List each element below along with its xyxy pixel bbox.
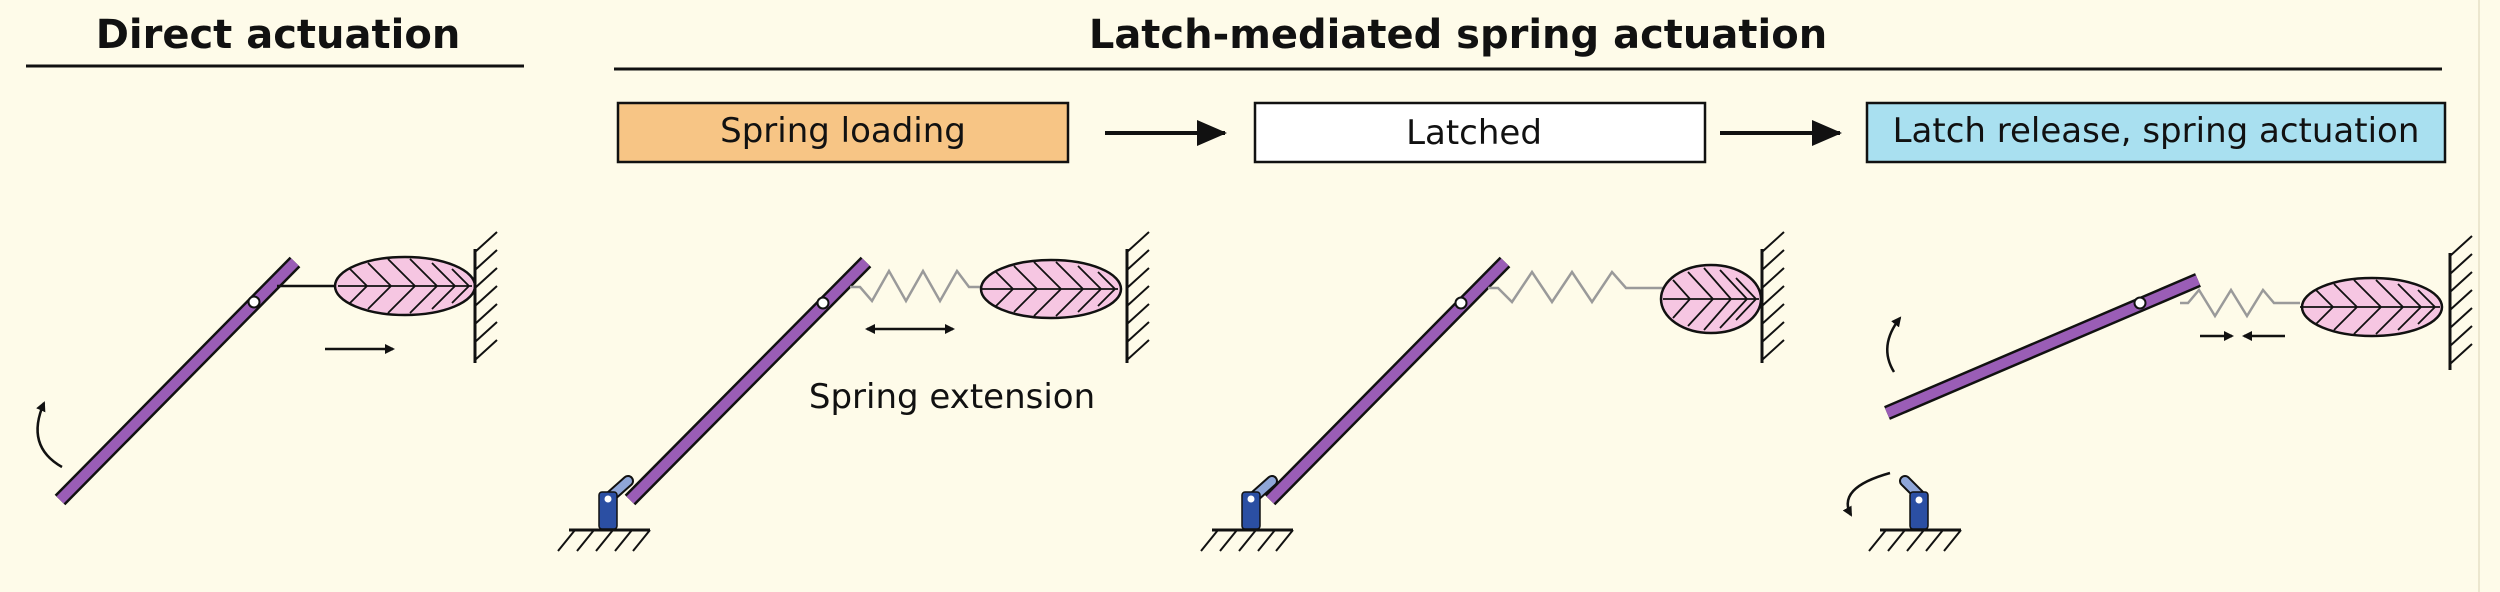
- wall-mount: [473, 231, 498, 363]
- lever-arm: [1264, 256, 1511, 506]
- stage-box-spring-loading-bg: [616, 101, 1070, 164]
- stage-box-latch-release: Latch release, spring actuation: [1865, 101, 2447, 164]
- spring: [850, 268, 982, 304]
- heading-direct-actuation: Direct actuation: [96, 12, 461, 58]
- wall-mount: [1760, 231, 1785, 363]
- rotation-arrow: [36, 401, 63, 469]
- stage-label-latch-release: Latch release, spring actuation: [1893, 111, 2420, 151]
- heading-latch-mediated: Latch-mediated spring actuation: [1089, 12, 1827, 58]
- wall-mount: [2448, 235, 2473, 370]
- lever-joint: [247, 295, 261, 309]
- lever-arm: [1884, 273, 2201, 420]
- rotation-arrow: [1886, 316, 1902, 373]
- panel-latch-release: [1842, 235, 2473, 552]
- lever-joint: [1454, 296, 1468, 310]
- panel-direct-actuation: [36, 231, 498, 506]
- ground-mount: [557, 528, 651, 552]
- stage-label-spring-loading: Spring loading: [720, 111, 966, 151]
- muscle: [2300, 276, 2444, 338]
- muscle: [979, 258, 1123, 320]
- lever-joint: [816, 296, 830, 310]
- lever-arm: [54, 256, 301, 506]
- stage-box-spring-loading: Spring loading: [616, 101, 1070, 164]
- ground-mount: [1200, 528, 1294, 552]
- lever-joint: [2133, 296, 2147, 310]
- latch: [1241, 475, 1278, 530]
- ground-mount: [1868, 528, 1962, 552]
- panel-spring-loading: Spring extension: [557, 231, 1150, 552]
- panel-latched: [1200, 231, 1785, 552]
- stage-box-latched: Latched: [1253, 101, 1707, 164]
- latch: [1899, 475, 1929, 530]
- latch: [598, 475, 634, 530]
- stage-box-latch-release-bg: [1865, 101, 2447, 164]
- muscle: [333, 255, 477, 317]
- spring: [1488, 269, 1663, 305]
- spring-extension-label: Spring extension: [809, 377, 1095, 417]
- stage-box-latched-bg: [1253, 101, 1707, 164]
- spring: [2180, 287, 2300, 319]
- stage-label-latched: Latched: [1406, 113, 1542, 153]
- wall-mount: [1125, 231, 1150, 363]
- latch-rotation-arrow: [1842, 471, 1891, 517]
- muscle: [1659, 263, 1763, 335]
